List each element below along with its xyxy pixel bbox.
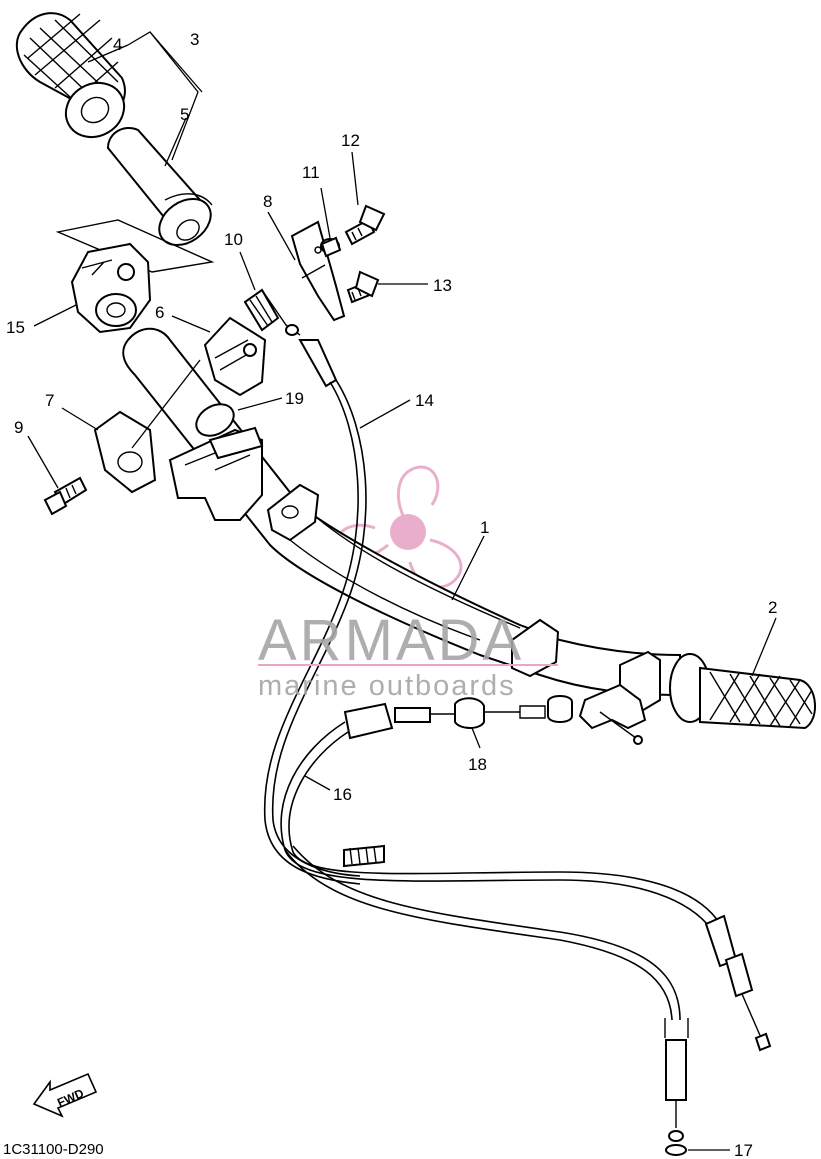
fwd-arrow-icon: FWD: [32, 1072, 98, 1118]
grip-right: [619, 650, 817, 730]
callout-19: 19: [285, 389, 304, 408]
callout-7: 7: [45, 391, 54, 410]
handlebar: [122, 327, 681, 697]
callout-14: 14: [415, 391, 434, 410]
callout-18: 18: [468, 755, 487, 774]
screw-12: [344, 204, 386, 246]
throttle-cable-end: [284, 845, 689, 1142]
callout-16: 16: [333, 785, 352, 804]
holder-upper: [203, 316, 267, 397]
watermark-tagline: marine outboards: [258, 670, 516, 702]
leader-lines: [27, 31, 777, 1151]
callout-17: 17: [734, 1141, 753, 1159]
callout-2: 2: [768, 598, 777, 617]
callout-15: 15: [6, 318, 25, 337]
callout-1: 1: [480, 518, 489, 537]
callout-4: 4: [113, 35, 122, 54]
callout-10: 10: [224, 230, 243, 249]
callout-8: 8: [263, 192, 272, 211]
callout-12: 12: [341, 131, 360, 150]
collar-11: [320, 236, 342, 258]
screw-13: [346, 270, 380, 304]
throttle-cable: [263, 339, 367, 885]
callout-9: 9: [14, 418, 23, 437]
throttle-tube: [106, 127, 213, 246]
callout-11: 11: [302, 163, 320, 182]
clutch-bracket: [547, 683, 647, 745]
adjuster-10: [243, 288, 301, 336]
callout-5: 5: [180, 105, 189, 124]
diagram-code: 1C31100-D290: [3, 1141, 104, 1158]
watermark-brand: ARMADA: [258, 608, 524, 673]
holder-lower: [93, 410, 157, 494]
o-ring-17: [665, 1144, 687, 1156]
cable-guide-8: [290, 220, 346, 322]
callout-labels: 1 2 3 4 5 6 7 8 9 10 11 12 13 14 15 16 1…: [6, 30, 777, 1159]
grip-left: [15, 12, 126, 139]
throttle-housing: [70, 242, 152, 334]
callout-3: 3: [190, 30, 199, 49]
clutch-cable: [280, 697, 772, 1052]
bolt-9: [43, 476, 88, 516]
callout-13: 13: [433, 276, 452, 295]
callout-6: 6: [155, 303, 164, 322]
